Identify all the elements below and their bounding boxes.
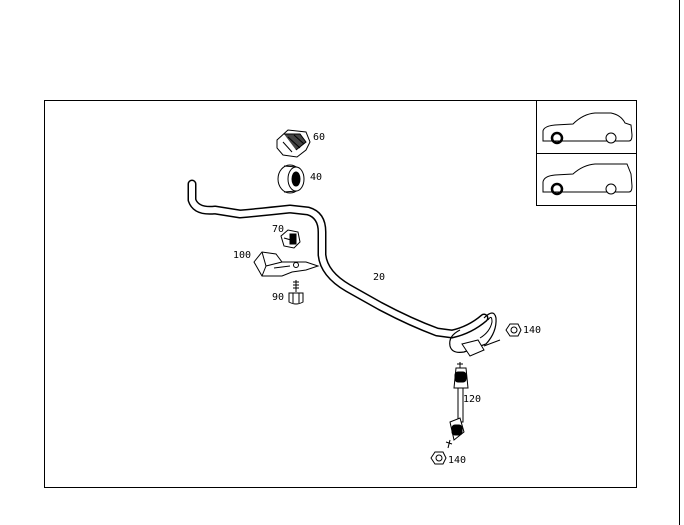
callout-140-lower: 140 xyxy=(448,455,466,466)
nut-140-lower xyxy=(430,451,447,465)
stabilizer-bar xyxy=(187,179,501,357)
callout-140-upper: 140 xyxy=(523,325,541,336)
sedan-car-icon xyxy=(542,112,633,145)
callout-40: 40 xyxy=(310,172,322,183)
diagram-frame xyxy=(44,100,637,488)
callout-20: 20 xyxy=(373,272,385,283)
wagon-car-icon xyxy=(542,163,633,196)
nut-140-upper xyxy=(505,323,522,337)
clip-70 xyxy=(280,229,301,249)
callout-120: 120 xyxy=(463,394,481,405)
callout-60: 60 xyxy=(313,132,325,143)
link-rod-120 xyxy=(445,362,469,449)
stabilizer-bushing-40 xyxy=(277,164,305,194)
callout-70: 70 xyxy=(272,224,284,235)
sedan-cell xyxy=(537,101,636,154)
wagon-cell xyxy=(537,154,636,206)
page-edge-line xyxy=(679,0,680,525)
callout-90: 90 xyxy=(272,292,284,303)
vehicle-type-inset xyxy=(536,100,637,206)
mount-bushing-60 xyxy=(276,129,311,158)
callout-100: 100 xyxy=(233,250,251,261)
bolt-90 xyxy=(288,280,304,305)
bracket-100 xyxy=(253,251,320,277)
